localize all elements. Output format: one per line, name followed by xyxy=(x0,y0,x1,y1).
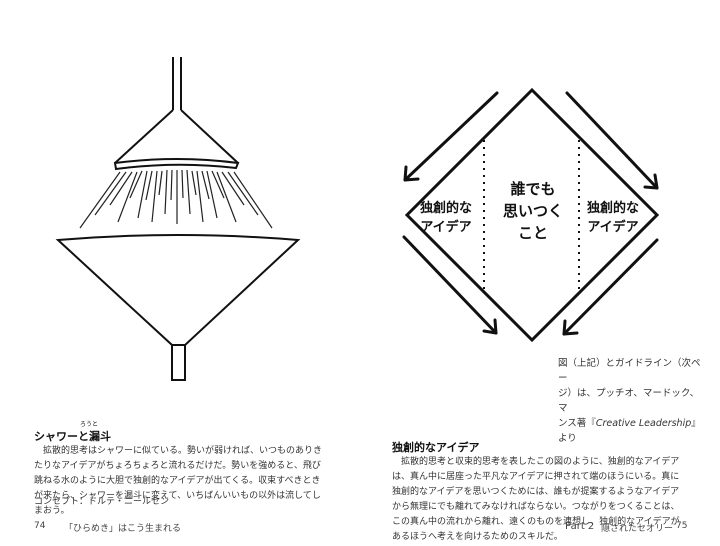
arrow-bottom-right xyxy=(562,238,659,336)
right-page-number: 75 xyxy=(676,521,688,531)
right-running-part: Part 2 xyxy=(565,521,595,532)
center-label-line3: こと xyxy=(518,224,548,242)
arrow-bottom-left xyxy=(402,235,498,335)
figure-caption: 図（上記）とガイドライン（次ペー ジ）は、プッチオ、マードック、マ ンス著『Cr… xyxy=(558,356,708,446)
concept-credit: コンセプト：ドルテ・ニールセン xyxy=(34,497,170,507)
center-label-line2: 思いつく xyxy=(503,202,563,220)
left-label-line2: アイデア xyxy=(420,219,471,235)
idea-diamond-diagram: 独創的な アイデア 誰でも 思いつく こと 独創的な アイデア xyxy=(402,87,660,343)
left-body-text: 拡散的思考はシャワーに似ている。勢いが弱ければ、いつものありきたりなアイデアがち… xyxy=(34,446,323,516)
arrow-top-left xyxy=(403,91,499,182)
left-heading: シャワーと漏斗 ろうと xyxy=(34,421,111,444)
caption-line-3-pre: ンス著『 xyxy=(558,418,596,429)
center-label-line1: 誰でも xyxy=(510,180,555,198)
right-label-line1: 独創的な xyxy=(587,200,639,216)
right-running-title: 隠されたセオリー xyxy=(601,524,674,534)
left-page-number: 74 xyxy=(34,521,46,531)
caption-line-3: ンス著『Creative Leadership』より xyxy=(558,416,708,446)
left-label-line1: 独創的な xyxy=(420,200,472,216)
right-heading: 独創的なアイデア xyxy=(392,441,480,454)
caption-line-2: ジ）は、プッチオ、マードック、マ xyxy=(558,388,700,414)
left-running-title: 「ひらめき」はこう生まれる xyxy=(64,524,182,534)
diamond-outline xyxy=(404,87,660,343)
caption-line-1: 図（上記）とガイドライン（次ペー xyxy=(558,358,701,384)
left-page: シャワーと漏斗 ろうと 拡散的思考はシャワーに似ている。勢いが弱ければ、いつもの… xyxy=(34,57,323,534)
shower-funnel-illustration xyxy=(55,57,301,381)
funnel-shape xyxy=(55,234,301,381)
caption-book-title: Creative Leadership xyxy=(595,418,692,429)
spray-lines xyxy=(79,169,273,229)
heading-ruby: ろうと xyxy=(79,421,98,428)
caption-line-3-post: 』より xyxy=(558,418,701,444)
heading-with-ruby: シャワーと漏斗 ろうと xyxy=(34,421,111,444)
left-heading-text: シャワーと漏斗 xyxy=(34,430,111,443)
right-body-text: 拡散的思考と収束的思考を表したこの図のように、独創的なアイデアは、真ん中に居座っ… xyxy=(392,457,680,542)
arrow-top-right xyxy=(565,91,659,190)
right-label-line2: アイデア xyxy=(587,219,638,235)
